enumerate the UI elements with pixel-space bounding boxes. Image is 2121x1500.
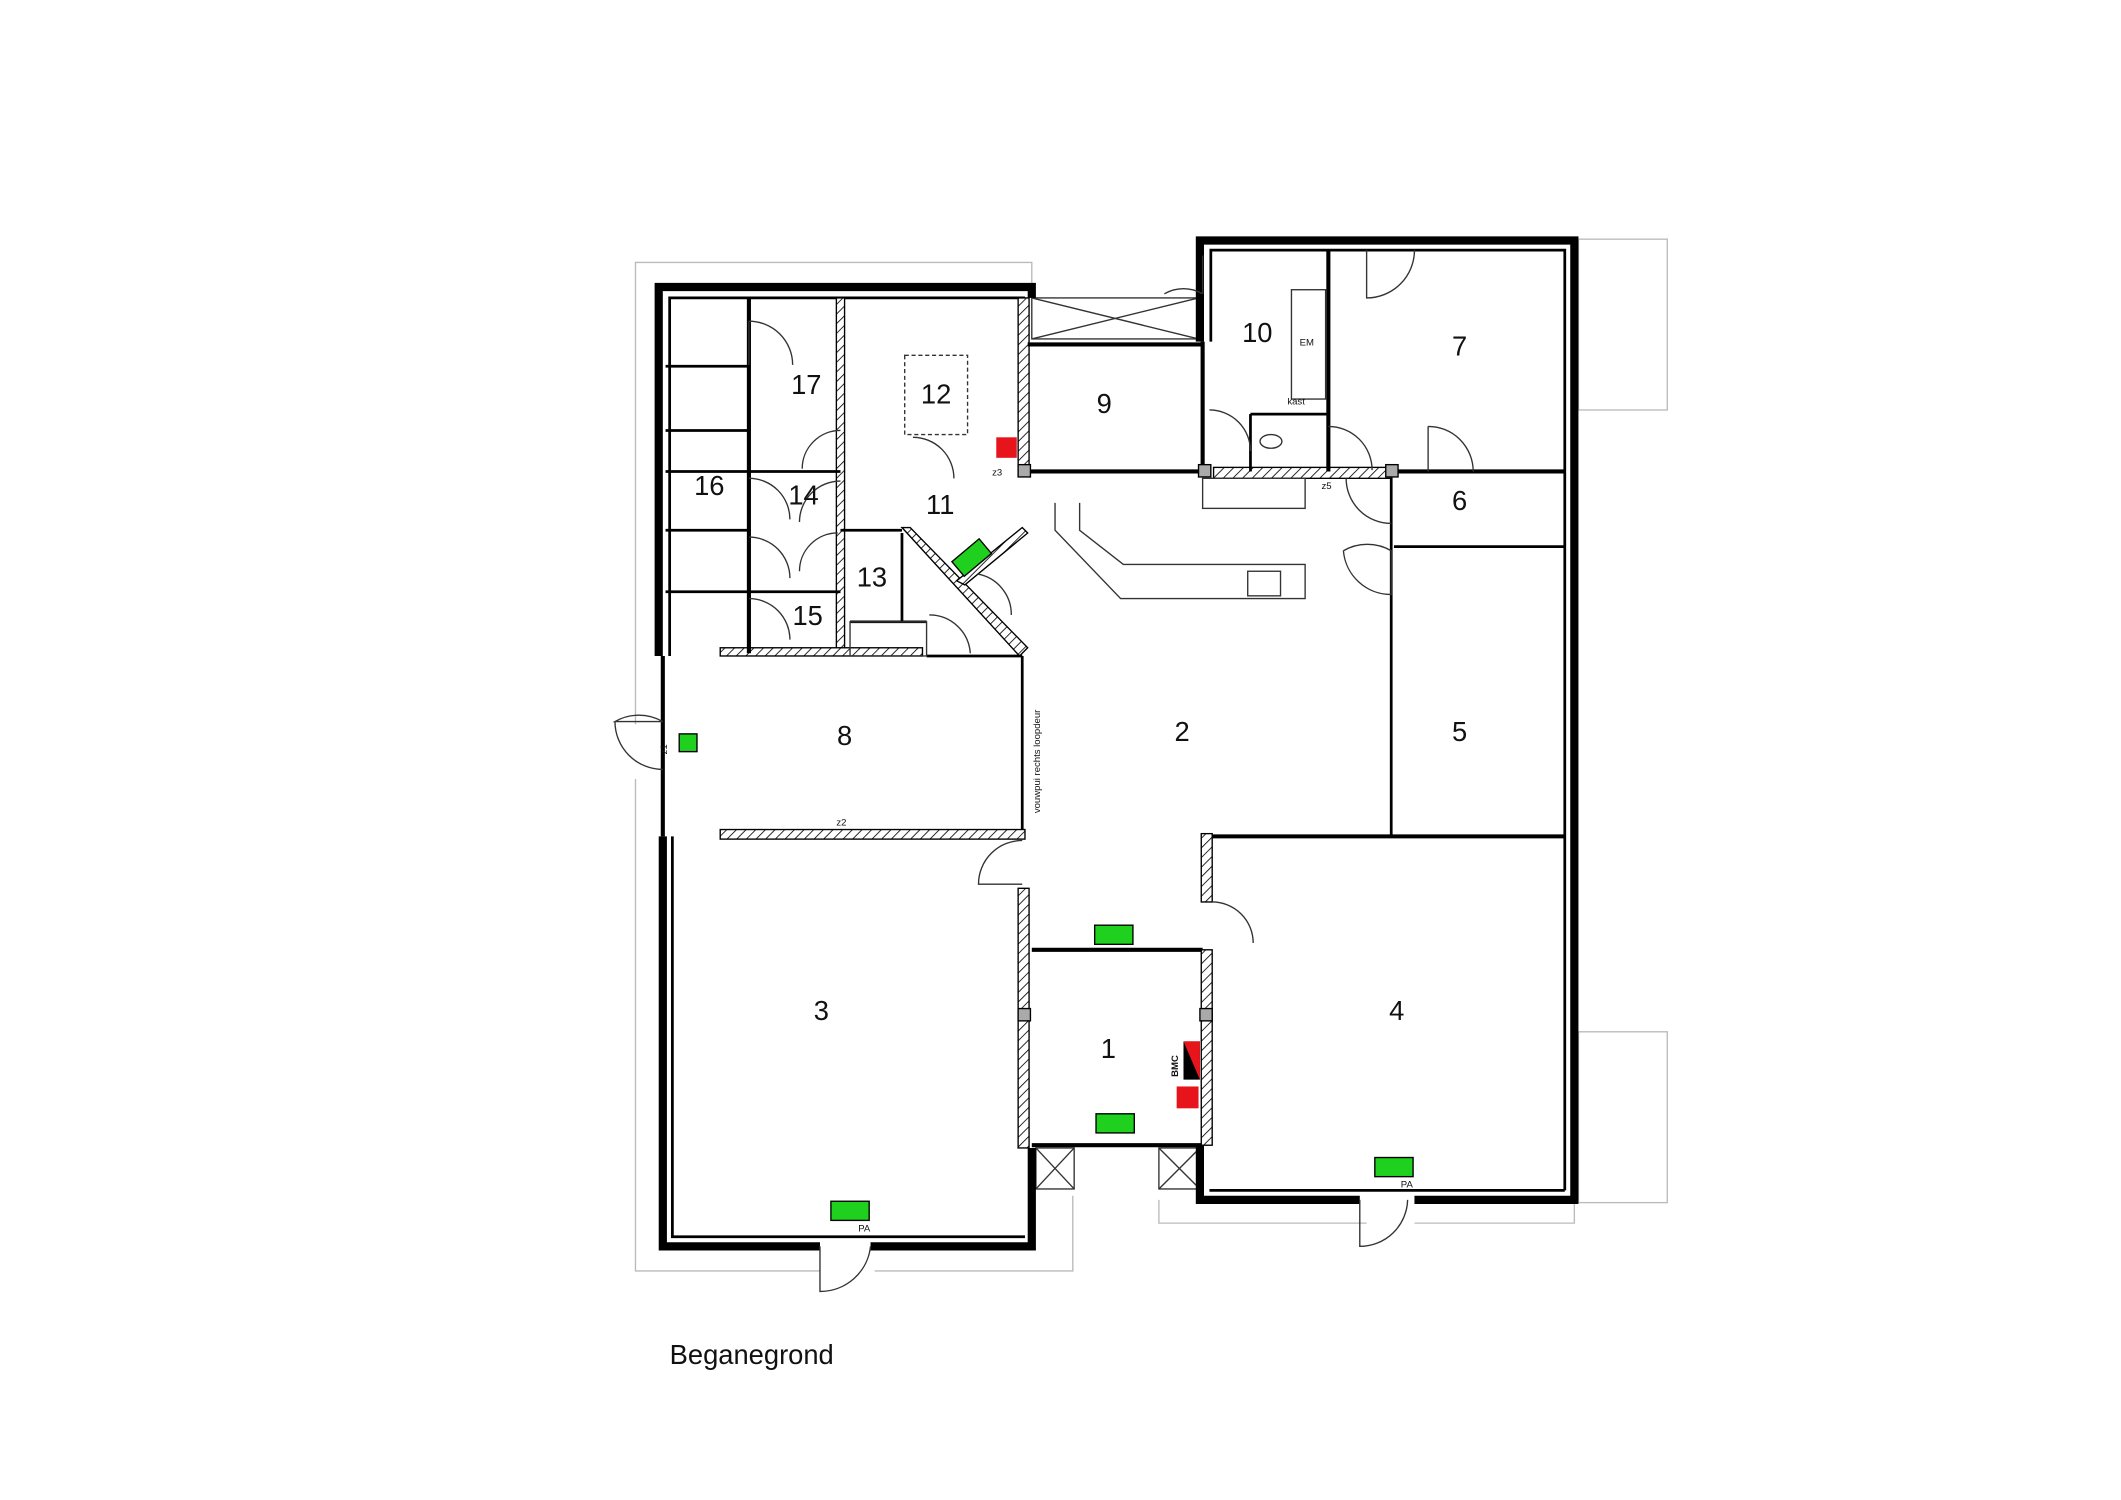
bmc-label: BMC	[1170, 1055, 1181, 1077]
interior-walls	[665, 250, 1565, 1149]
fire-hose-icon	[996, 437, 1017, 458]
floor-title: Beganegrond	[670, 1339, 834, 1370]
room-label-15: 15	[792, 600, 822, 631]
z1-label: z1	[659, 744, 670, 754]
room-label-5: 5	[1452, 716, 1467, 747]
room-label-12: 12	[921, 379, 951, 410]
room-label-17: 17	[791, 369, 821, 400]
exit-sign-icon	[678, 733, 698, 753]
room-label-7: 7	[1452, 331, 1467, 362]
exit-sign-icon	[950, 537, 993, 578]
annotations: EM kast z3 z5 z2 z1 PA PA BMC vouwpui re…	[659, 338, 1414, 1235]
room-label-1: 1	[1101, 1033, 1116, 1064]
room-label-4: 4	[1389, 995, 1404, 1026]
fixtures	[849, 289, 1327, 657]
room-label-13: 13	[857, 562, 887, 593]
exit-sign-icon	[1093, 924, 1134, 946]
exit-signs	[678, 537, 1414, 1222]
exit-sign-icon	[1095, 1113, 1135, 1134]
room-label-2: 2	[1175, 716, 1190, 747]
room-label-14: 14	[788, 480, 818, 511]
room-label-9: 9	[1097, 388, 1112, 419]
room-label-11: 11	[926, 489, 954, 520]
room-labels: 1 2 3 4 5 6 7 8 9 10 11 12 13 14 15 16 1…	[694, 317, 1467, 1064]
room-label-8: 8	[837, 720, 852, 751]
folding-door-label: vouwpui rechts loopdeur	[1032, 709, 1043, 813]
pa-label: PA	[858, 1223, 871, 1234]
fire-equipment	[996, 437, 1200, 1109]
exit-sign-icon	[830, 1200, 870, 1222]
pa-label: PA	[1401, 1180, 1414, 1191]
em-label: EM	[1300, 338, 1314, 349]
z5-label: z5	[1322, 481, 1332, 492]
doors	[612, 250, 1474, 1293]
exit-sign-icon	[1374, 1156, 1414, 1178]
kast-label: kast	[1287, 397, 1305, 408]
exterior-walls	[654, 236, 1579, 1251]
z2-label: z2	[836, 817, 846, 828]
room-label-10: 10	[1242, 317, 1272, 348]
room-label-6: 6	[1452, 485, 1467, 516]
room-label-16: 16	[694, 470, 724, 501]
room-label-3: 3	[814, 995, 829, 1026]
fire-extinguisher-icon	[1176, 1086, 1199, 1109]
z3-label: z3	[992, 468, 1002, 479]
